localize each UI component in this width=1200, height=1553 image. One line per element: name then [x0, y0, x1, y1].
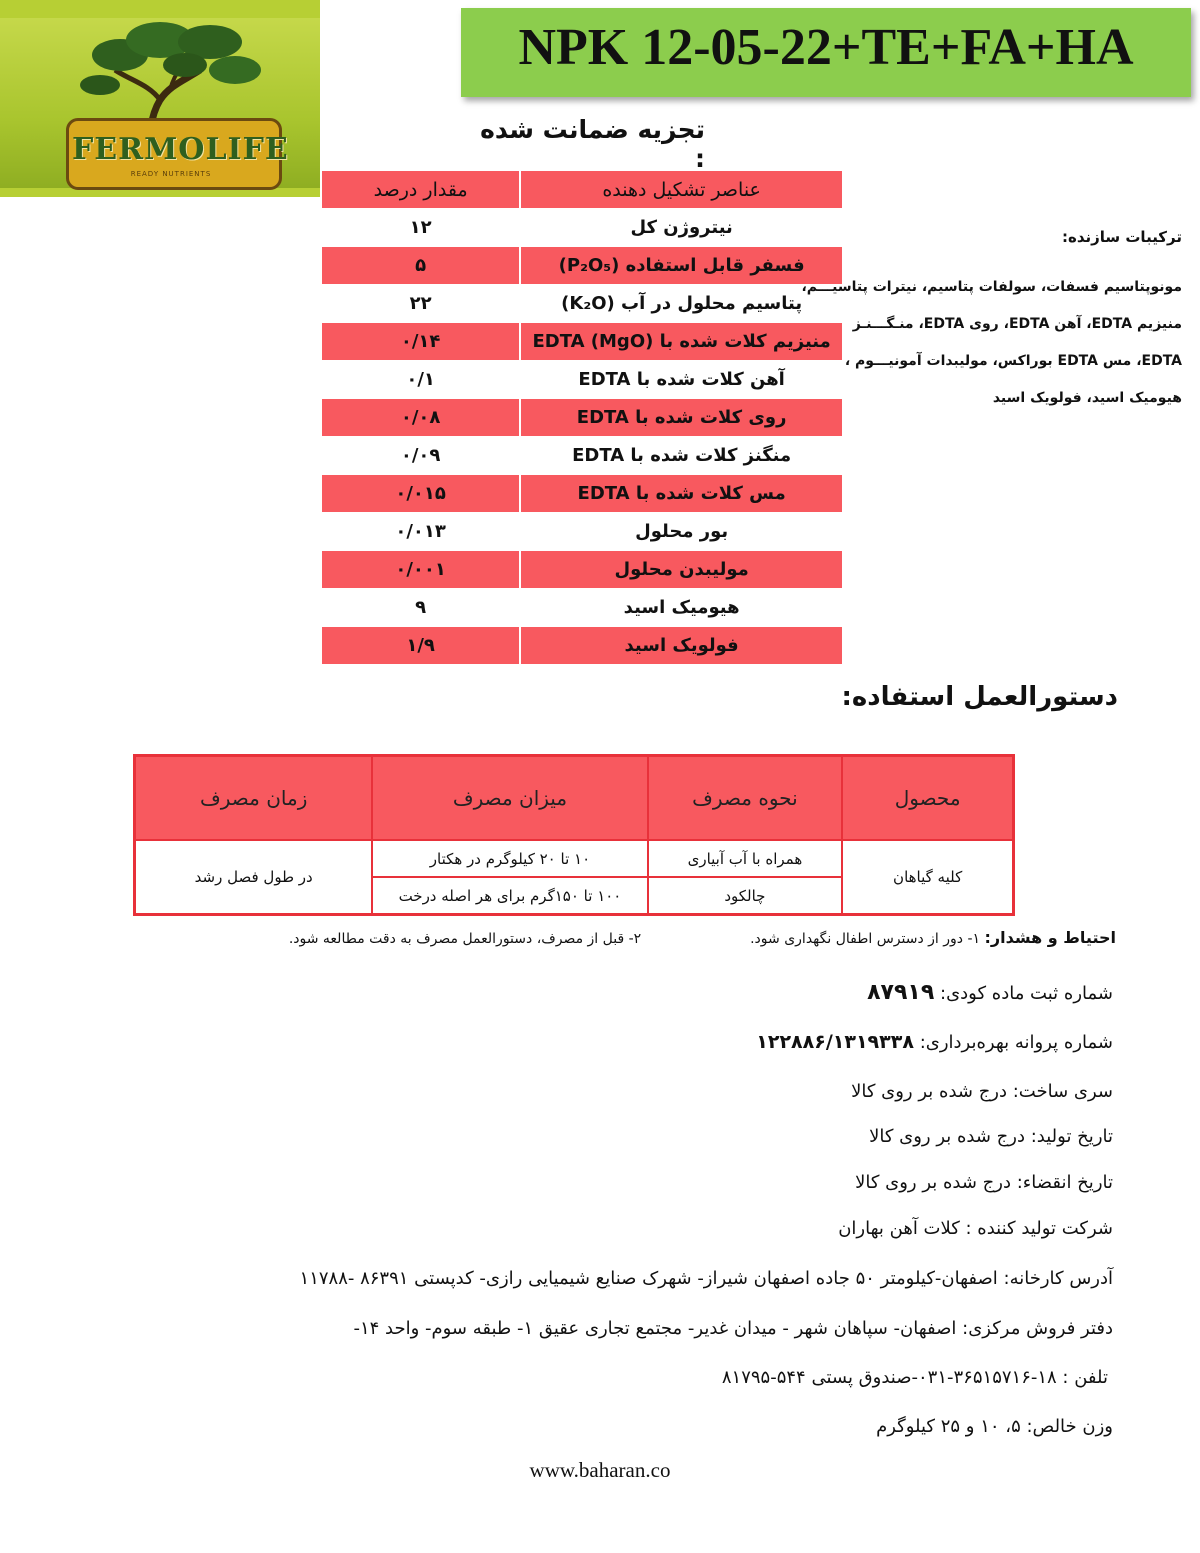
analysis-amount: ۰/۱: [322, 360, 521, 399]
analysis-element: بور محلول: [519, 512, 842, 551]
registration-number: شماره ثبت ماده کودی: ۸۷۹۱۹: [867, 980, 1113, 1005]
registration-number-value: ۸۷۹۱۹: [867, 980, 935, 1005]
analysis-amount: ۵: [322, 246, 521, 285]
tree-icon: [80, 22, 261, 176]
composition-line: EDTA، مس EDTA بوراکس، مولیبدات آمونیـــو…: [844, 353, 1182, 369]
analysis-amount: ۰/۱۴: [322, 322, 521, 361]
usage-crop: کلیه گیاهان: [841, 839, 1015, 916]
analysis-row: فسفر قابل استفاده (P₂O₅)۵: [322, 246, 842, 285]
analysis-element: منیزیم کلات شده با (MgO) EDTA: [519, 322, 842, 361]
analysis-amount: ۰/۰۰۱: [322, 550, 521, 589]
license-number: شماره پروانه بهره‌برداری: ۱۲۲۸۸۶/۱۳۱۹۳۳۸: [756, 1031, 1113, 1053]
analysis-amount: ۰/۰۱۵: [322, 474, 521, 513]
logo-brand-box: [66, 118, 282, 190]
analysis-header-element: عناصر تشکیل دهنده: [519, 171, 842, 209]
usage-table: محصول نحوه مصرف میزان مصرف زمان مصرف کلی…: [133, 754, 1015, 916]
phone-info: تلفن : ۱۸-۳۶۵۱۵۷۱۶-۰۳۱-صندوق پستی ۵۴۴-۸۱…: [721, 1367, 1108, 1388]
usage-dose: ۱۰ تا ۲۰ کیلوگرم در هکتار: [371, 839, 649, 878]
caution-section: احتیاط و هشدار: ۱- دور از دسترس اطفال نگ…: [150, 928, 1116, 947]
analysis-element: نیتروژن کل: [519, 208, 842, 247]
analysis-amount: ۱۲: [322, 208, 521, 247]
composition-line: منیزیم EDTA، آهن EDTA، روی EDTA، منـگـــ…: [852, 316, 1182, 332]
usage-header-method: نحوه مصرف: [646, 754, 844, 841]
usage-header-dose: میزان مصرف: [371, 754, 649, 841]
analysis-element: آهن کلات شده با EDTA: [519, 360, 842, 399]
usage-dose: ۱۰۰ تا ۱۵۰گرم برای هر اصله درخت: [371, 876, 649, 916]
analysis-amount: ۱/۹: [322, 626, 521, 665]
analysis-amount: ۰/۰۹: [322, 436, 521, 475]
analysis-element: فولویک اسید: [519, 626, 842, 665]
logo-brand-name: FERMOLIFE: [72, 132, 289, 167]
caution-item-1: ۱- دور از دسترس اطفال نگهداری شود.: [750, 931, 981, 947]
expiry-date: تاریخ انقضاء: درج شده بر روی کالا: [855, 1172, 1113, 1193]
usage-header-time: زمان مصرف: [133, 754, 374, 841]
composition-line: هیومیک اسید، فولویک اسید: [992, 390, 1182, 406]
logo-brand-subtitle: READY NUTRIENTS: [130, 170, 212, 178]
analysis-element: روی کلات شده با EDTA: [519, 398, 842, 437]
office-address: دفتر فروش مرکزی: اصفهان- سپاهان شهر - می…: [353, 1318, 1113, 1339]
fermolife-logo: FERMOLIFE READY NUTRIENTS: [0, 0, 320, 197]
analysis-amount: ۲۲: [322, 284, 521, 323]
composition-line: مونوپتاسیم فسفات، سولفات پتاسیم، نیترات …: [801, 279, 1182, 295]
factory-address: آدرس کارخانه: اصفهان-کیلومتر ۵۰ جاده اصف…: [299, 1268, 1113, 1289]
caution-item-2: ۲- قبل از مصرف، دستورالعمل مصرف به دقت م…: [288, 931, 642, 947]
production-date: تاریخ تولید: درج شده بر روی کالا: [869, 1126, 1113, 1147]
composition-title: ترکیبات سازنده:: [1061, 228, 1182, 246]
analysis-element: مس کلات شده با EDTA: [519, 474, 842, 513]
analysis-amount: ۰/۰۱۳: [322, 512, 521, 551]
website-link[interactable]: www.baharan.co: [529, 1458, 671, 1482]
analysis-header-amount: مقدار درصد: [322, 171, 521, 209]
analysis-amount: ۹: [322, 588, 521, 627]
product-title: NPK 12-05-22+TE+FA+HA: [518, 19, 1134, 76]
analysis-element: مولیبدن محلول: [519, 550, 842, 589]
analysis-element: هیومیک اسید: [519, 588, 842, 627]
title-banner: [461, 8, 1191, 97]
analysis-element: پتاسیم محلول در آب (K₂O): [519, 284, 842, 323]
analysis-element: فسفر قابل استفاده (P₂O₅): [519, 246, 842, 285]
analysis-amount: ۰/۰۸: [322, 398, 521, 437]
license-number-value: ۱۲۲۸۸۶/۱۳۱۹۳۳۸: [756, 1031, 914, 1053]
analysis-element: منگنز کلات شده با EDTA: [519, 436, 842, 475]
batch-info: سری ساخت: درج شده بر روی کالا: [851, 1081, 1113, 1102]
usage-method: همراه با آب آبیاری: [646, 839, 844, 878]
usage-heading: دستورالعمل استفاده:: [841, 682, 1119, 712]
caution-label: احتیاط و هشدار:: [984, 928, 1117, 947]
manufacturer: شرکت تولید کننده : کلات آهن بهاران: [838, 1218, 1113, 1239]
analysis-row: پتاسیم محلول در آب (K₂O)۲۲: [322, 284, 842, 323]
net-weight: وزن خالص: ۵، ۱۰ و ۲۵ کیلوگرم: [876, 1416, 1113, 1437]
usage-header-crop: محصول: [841, 754, 1015, 841]
analysis-heading: تجزیه ضمانت شده :: [480, 115, 705, 173]
usage-time: در طول فصل رشد: [133, 839, 374, 916]
usage-method: چالکود: [646, 876, 844, 916]
